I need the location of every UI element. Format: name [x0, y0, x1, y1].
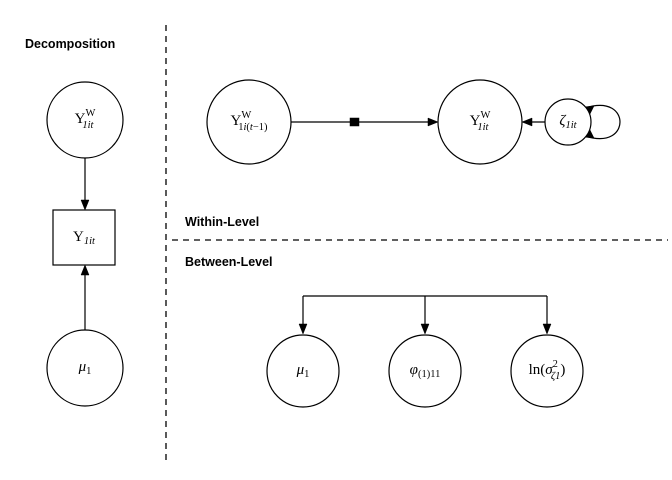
node-residual-label: ζ1it [559, 113, 577, 131]
node-residual[interactable]: ζ1it [544, 98, 592, 146]
node-between-slope[interactable]: φ(1)11 [388, 334, 462, 408]
node-mean-label: μ1 [78, 359, 92, 377]
node-between-slope-label: φ(1)11 [410, 362, 441, 380]
edge-residual-to-current [521, 117, 545, 127]
node-observed-label: Y1it [73, 229, 96, 247]
decomposition-heading: Decomposition [25, 37, 115, 51]
edge-within-latent-to-observed [80, 158, 90, 211]
node-between-mean[interactable]: μ1 [266, 334, 340, 408]
within-level-label: Within-Level [185, 215, 259, 229]
edge-mean-to-observed [80, 264, 90, 330]
between-level-bracket [298, 295, 552, 335]
node-observed-indicator[interactable]: Y1it [52, 209, 116, 266]
random-slope-marker [349, 117, 360, 127]
edge-lagged-to-current [291, 117, 439, 127]
node-between-mean-label: μ1 [296, 362, 310, 380]
node-mean-decomposition[interactable]: μ1 [46, 329, 124, 407]
between-level-label: Between-Level [185, 255, 273, 269]
